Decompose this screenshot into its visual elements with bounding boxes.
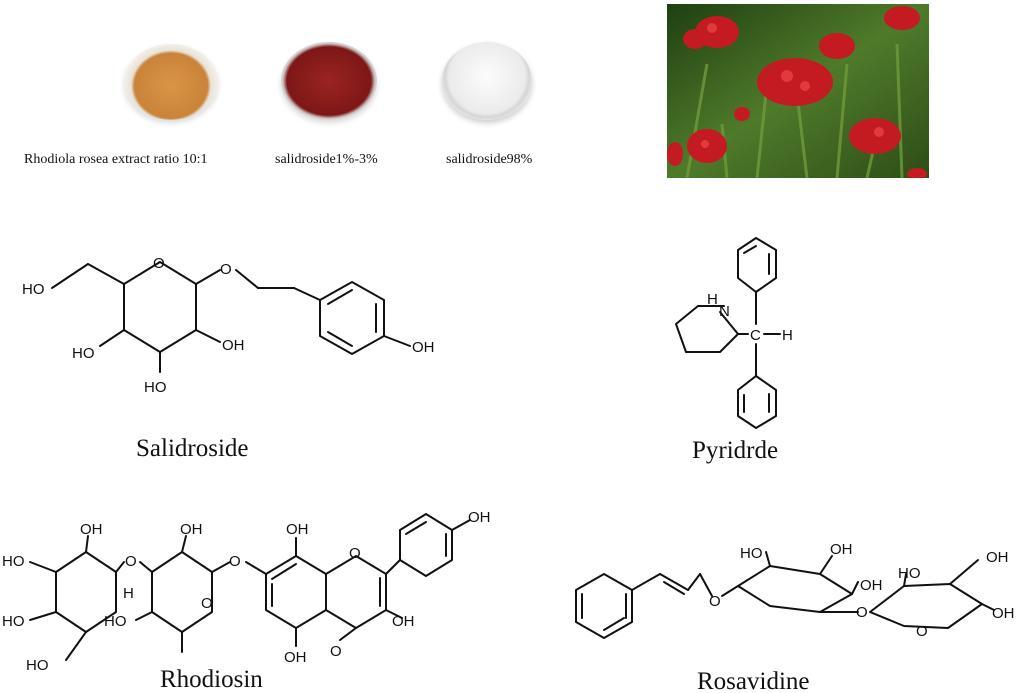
product-label-salidroside-high: salidroside98% [446, 152, 533, 167]
atom-oh: OH [468, 509, 491, 526]
atom-o: O [220, 261, 232, 278]
compound-name-salidroside: Salidroside [136, 435, 249, 462]
product-label-extract: Rhodiola rosea extract ratio 10:1 [24, 152, 208, 167]
atom-c: C [750, 327, 761, 344]
atom-oh: OH [992, 605, 1015, 622]
atom-o: O [916, 623, 928, 640]
rhodiola-plant-photo [667, 4, 929, 178]
atom-ho: HO [898, 565, 921, 582]
atom-ho: HO [72, 345, 95, 362]
atom-oh: OH [986, 549, 1009, 566]
atom-oh: OH [860, 577, 883, 594]
compound-name-pyridrde: Pyridrde [692, 437, 779, 464]
atom-h: H [707, 291, 718, 308]
atom-o: O [153, 255, 165, 272]
atom-oh: OH [830, 541, 853, 558]
atom-ho: HO [22, 281, 45, 298]
atom-o: O [229, 553, 241, 570]
atom-oh: OH [222, 337, 245, 354]
atom-o: O [201, 595, 213, 612]
atom-o: O [349, 545, 361, 562]
product-dish-salidroside-high [442, 42, 532, 120]
product-dish-salidroside-low [281, 42, 377, 120]
compound-name-rosavidine: Rosavidine [697, 668, 810, 693]
atom-o: O [709, 593, 721, 610]
atom-n: N [719, 303, 730, 320]
atom-oh: OH [412, 339, 435, 356]
atom-h: H [123, 585, 134, 602]
atom-ho: HO [104, 613, 127, 630]
atom-oh: OH [180, 521, 203, 538]
atom-h: H [782, 327, 793, 344]
atom-o: O [330, 643, 342, 660]
atom-ho: HO [144, 379, 167, 396]
atom-oh: OH [284, 649, 307, 666]
atom-oh: OH [80, 521, 103, 538]
atom-ho: HO [740, 545, 763, 562]
atom-o: O [856, 604, 868, 621]
atom-ho: HO [26, 657, 49, 674]
atom-oh: OH [286, 521, 309, 538]
product-dish-extract [124, 44, 218, 120]
atom-ho: HO [2, 613, 25, 630]
product-label-salidroside-low: salidroside1%-3% [275, 152, 378, 167]
atom-o: O [125, 553, 137, 570]
atom-oh: OH [392, 613, 415, 630]
compound-name-rhodiosin: Rhodiosin [160, 666, 263, 693]
atom-ho: HO [2, 553, 25, 570]
